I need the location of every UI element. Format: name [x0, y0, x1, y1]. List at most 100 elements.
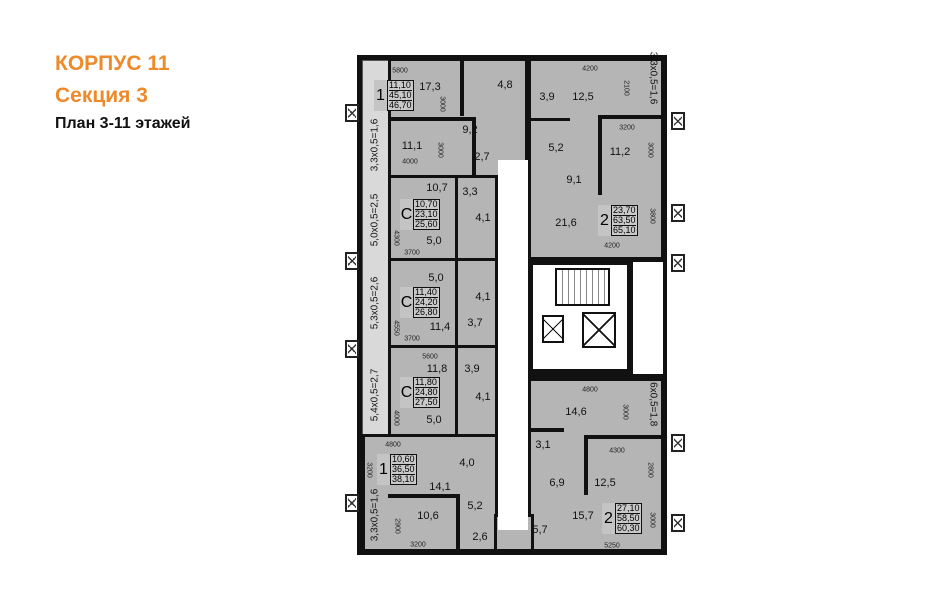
plan-subtitle: План 3-11 этажей [55, 115, 191, 132]
living-area: 11,10 [389, 80, 412, 91]
total-area-balcony: 38,10 [392, 474, 415, 484]
total-area-balcony: 27,50 [415, 397, 438, 407]
wall [598, 115, 602, 195]
dimension: 5250 [604, 542, 620, 550]
room-area: 17,3 [419, 81, 441, 93]
dimension: 5800 [392, 67, 408, 75]
dimension: 3000 [436, 142, 444, 158]
room-area: 11,2 [609, 146, 631, 158]
dimension: 3800 [648, 208, 656, 224]
living-area: 10,60 [392, 454, 415, 465]
living-area: 11,80 [415, 377, 438, 388]
wall [455, 175, 458, 261]
window-icon [345, 340, 359, 358]
total-area: 63,50 [613, 215, 636, 226]
dimension: 4800 [582, 386, 598, 394]
wall [584, 435, 588, 495]
apartment-2-room-top-right[interactable] [528, 58, 664, 260]
room-area: 6,9 [549, 477, 565, 489]
apartment-type: С [400, 293, 413, 311]
living-area: 10,70 [415, 199, 438, 210]
total-area: 24,20 [415, 297, 438, 308]
room-area: 2,7 [474, 151, 490, 163]
room-area: 10,6 [417, 510, 439, 522]
wall [456, 494, 460, 552]
apartment-1-room-bottom-left[interactable] [362, 434, 498, 552]
apartment-2-room-bottom-right[interactable] [528, 378, 664, 552]
dimension: 3000 [438, 96, 446, 112]
light-well [633, 262, 663, 374]
room-area: 5,2 [467, 500, 483, 512]
window-icon [671, 204, 685, 222]
balcony-label: 3,6x0,5=1,8 [647, 373, 659, 427]
room-area: 11,1 [401, 140, 423, 152]
window-icon [671, 434, 685, 452]
window-icon [671, 514, 685, 532]
window-icon [345, 104, 359, 122]
apartment-type: 2 [600, 211, 609, 229]
total-area-balcony: 65,10 [613, 225, 636, 235]
room-area: 3,1 [535, 439, 551, 451]
room-area: 21,6 [555, 217, 577, 229]
staircase [555, 268, 610, 306]
dimension: 3200 [365, 462, 373, 478]
room-area: 4,0 [459, 457, 475, 469]
wall [528, 428, 564, 432]
total-area-balcony: 26,80 [415, 307, 438, 317]
living-area: 23,70 [613, 205, 636, 216]
dimension: 4200 [604, 242, 620, 250]
apartment-type: 1 [376, 86, 385, 104]
room-area: 14,6 [565, 406, 587, 418]
dimension: 5600 [422, 353, 438, 361]
dimension: 3000 [621, 404, 629, 420]
room-area: 14,1 [429, 481, 451, 493]
room-area: 3,3 [462, 186, 478, 198]
room-area: 11,8 [426, 363, 448, 375]
dimension: 4200 [582, 65, 598, 73]
room-area: 5,0 [428, 272, 444, 284]
apartment-type: 1 [379, 460, 388, 478]
wall [472, 117, 476, 175]
window-icon [345, 494, 359, 512]
wall [388, 117, 473, 121]
balcony-label: 5,3x0,5=2,6 [369, 276, 381, 330]
wall [388, 494, 458, 498]
corridor [498, 160, 528, 530]
room-area: 4,8 [497, 79, 513, 91]
dimension: 4550 [392, 320, 400, 336]
room-area: 5,7 [532, 524, 548, 536]
total-area: 24,80 [415, 387, 438, 398]
dimension: 3000 [648, 512, 656, 528]
total-area: 36,50 [392, 464, 415, 475]
dimension: 3200 [619, 124, 635, 132]
room-area: 2,6 [472, 531, 488, 543]
window-icon [671, 254, 685, 272]
total-area-balcony: 25,60 [415, 219, 438, 229]
elevator-large [582, 312, 616, 348]
wall [528, 118, 570, 121]
studio-3[interactable] [388, 345, 498, 437]
total-area: 23,10 [415, 209, 438, 220]
apartment-type: 2 [604, 509, 613, 527]
room-area: 4,1 [475, 291, 491, 303]
room-area: 5,0 [426, 414, 442, 426]
wall [598, 115, 664, 119]
apartment-type: С [400, 205, 413, 223]
section-title: Секция 3 [55, 84, 148, 107]
room-area: 5,2 [548, 142, 564, 154]
dimension: 3700 [404, 249, 420, 257]
room-area: 12,5 [594, 477, 616, 489]
living-area: 11,40 [415, 287, 438, 298]
dimension: 4300 [392, 230, 400, 246]
window-icon [345, 252, 359, 270]
wall [460, 58, 464, 116]
room-area: 9,2 [462, 124, 478, 136]
room-area: 10,7 [426, 182, 448, 194]
window-icon [671, 112, 685, 130]
balcony-label: 3,3x0,5=1,6 [647, 51, 659, 105]
dimension: 4000 [402, 158, 418, 166]
